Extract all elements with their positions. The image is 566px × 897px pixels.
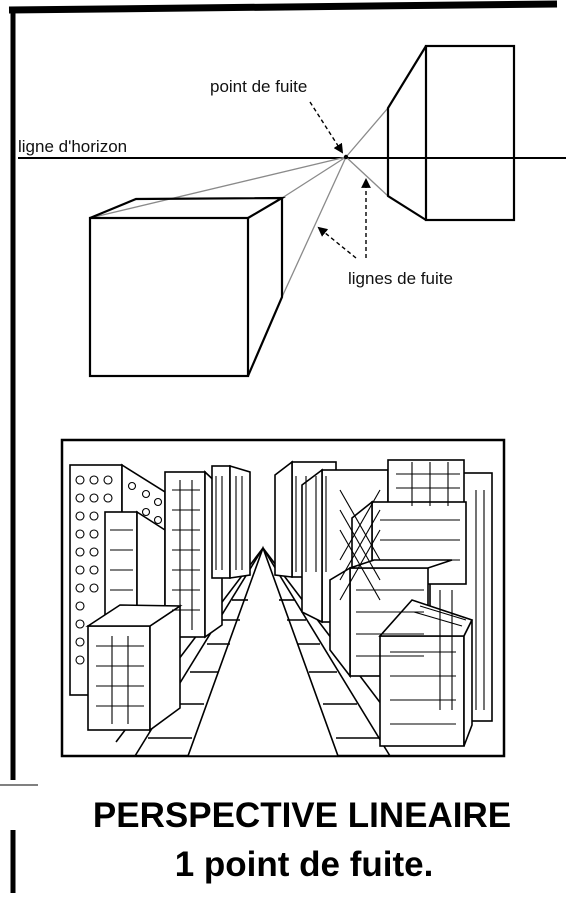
label-horizon-line: ligne d'horizon [18, 137, 127, 156]
left-buildings [69, 463, 251, 732]
vanishing-guide-lines [89, 107, 389, 298]
title-line-1: PERSPECTIVE LINEAIRE [93, 796, 511, 835]
road [186, 545, 340, 757]
right-sidewalk-blocks [279, 599, 380, 739]
right-buildings [274, 459, 493, 747]
city-street-illustration [60, 438, 506, 758]
label-vanishing-point: point de fuite [210, 77, 307, 96]
annotation-arrows [309, 101, 371, 259]
arrow-to-vanishing-point [309, 101, 344, 154]
right-block [386, 44, 516, 222]
title-line-2: 1 point de fuite. [175, 845, 434, 884]
left-cube [88, 196, 287, 378]
right-windows [295, 462, 485, 725]
left-windows [75, 475, 243, 724]
label-vanishing-lines: lignes de fuite [348, 269, 453, 288]
arrow-to-line-b [317, 226, 357, 259]
vanishing-point-dot [343, 154, 349, 160]
one-point-diagram: point de fuite ligne d'horizon lignes de… [18, 44, 566, 378]
